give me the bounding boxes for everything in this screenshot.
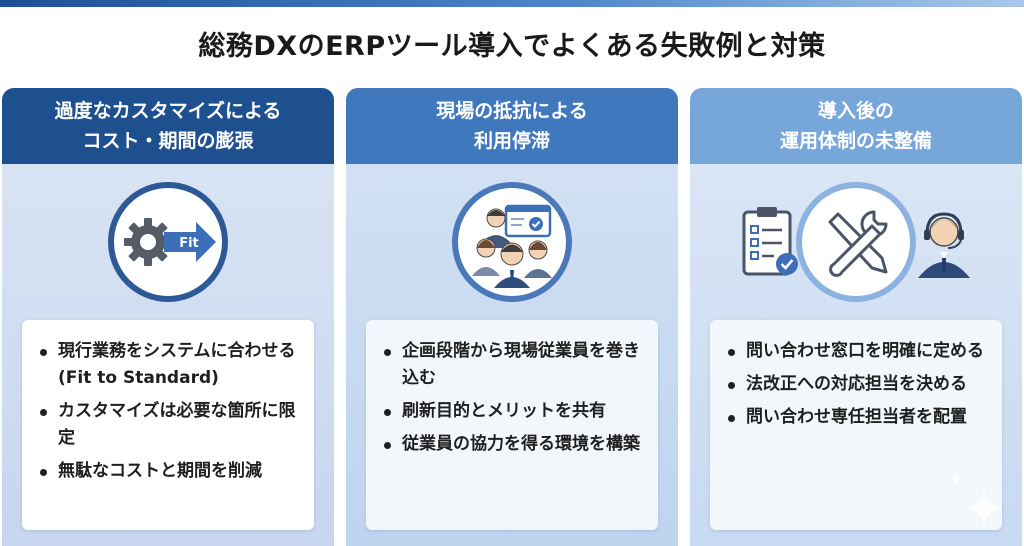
list-item: 従業員の協力を得る環境を構築: [382, 431, 644, 458]
team-screen-icon: [472, 204, 552, 288]
list-item: 問い合わせ専任担当者を配置: [726, 404, 988, 431]
column-heading-line1: 過度なカスタマイズによる: [54, 100, 282, 122]
column-heading-line2: 運用体制の未整備: [779, 130, 932, 152]
fit-label: Fit: [179, 236, 199, 251]
tips-card: 現行業務をシステムに合わせる(Fit to Standard) カスタマイズは必…: [22, 320, 314, 530]
column-heading-line2: 利用停滞: [473, 130, 550, 152]
support-operator-icon: [918, 212, 970, 278]
icon-circle: Fit: [108, 182, 228, 302]
list-item: 無駄なコストと期間を削減: [38, 458, 300, 485]
sparkle-small-icon: [949, 471, 963, 485]
column-header: 導入後の 運用体制の未整備: [690, 88, 1022, 164]
icon-circle: [796, 182, 916, 302]
checklist-clipboard-icon: [742, 207, 798, 276]
column-operation: 導入後の 運用体制の未整備: [690, 88, 1022, 546]
gear-arrow-icon: Fit: [124, 218, 216, 266]
icon-circle: [452, 182, 572, 302]
column-heading-line2: コスト・期間の膨張: [82, 130, 254, 152]
list-item: 企画段階から現場従業員を巻き込む: [382, 338, 644, 392]
sparkle-icon: [966, 490, 1002, 526]
list-item: 刷新目的とメリットを共有: [382, 398, 644, 425]
list-item: 問い合わせ窓口を明確に定める: [726, 338, 988, 365]
column-heading-line1: 導入後の: [817, 100, 894, 122]
column-header: 現場の抵抗による 利用停滞: [346, 88, 678, 164]
page-title: 総務DXのERPツール導入でよくある失敗例と対策: [198, 31, 826, 62]
list-item: 法改正への対応担当を決める: [726, 371, 988, 398]
list-item: カスタマイズは必要な箇所に限定: [38, 398, 300, 452]
wrench-tools-icon: [828, 210, 888, 277]
column-heading-line1: 現場の抵抗による: [436, 100, 588, 122]
column-customization: 過度なカスタマイズによる コスト・期間の膨張: [2, 88, 334, 546]
column-resistance: 現場の抵抗による 利用停滞: [346, 88, 678, 546]
column-header: 過度なカスタマイズによる コスト・期間の膨張: [2, 88, 334, 164]
tips-card: 企画段階から現場従業員を巻き込む 刷新目的とメリットを共有 従業員の協力を得る環…: [366, 320, 658, 530]
tips-card: 問い合わせ窓口を明確に定める 法改正への対応担当を決める 問い合わせ専任担当者を…: [710, 320, 1002, 530]
top-accent-bar: [0, 0, 1024, 7]
list-item: 現行業務をシステムに合わせる(Fit to Standard): [38, 338, 300, 392]
